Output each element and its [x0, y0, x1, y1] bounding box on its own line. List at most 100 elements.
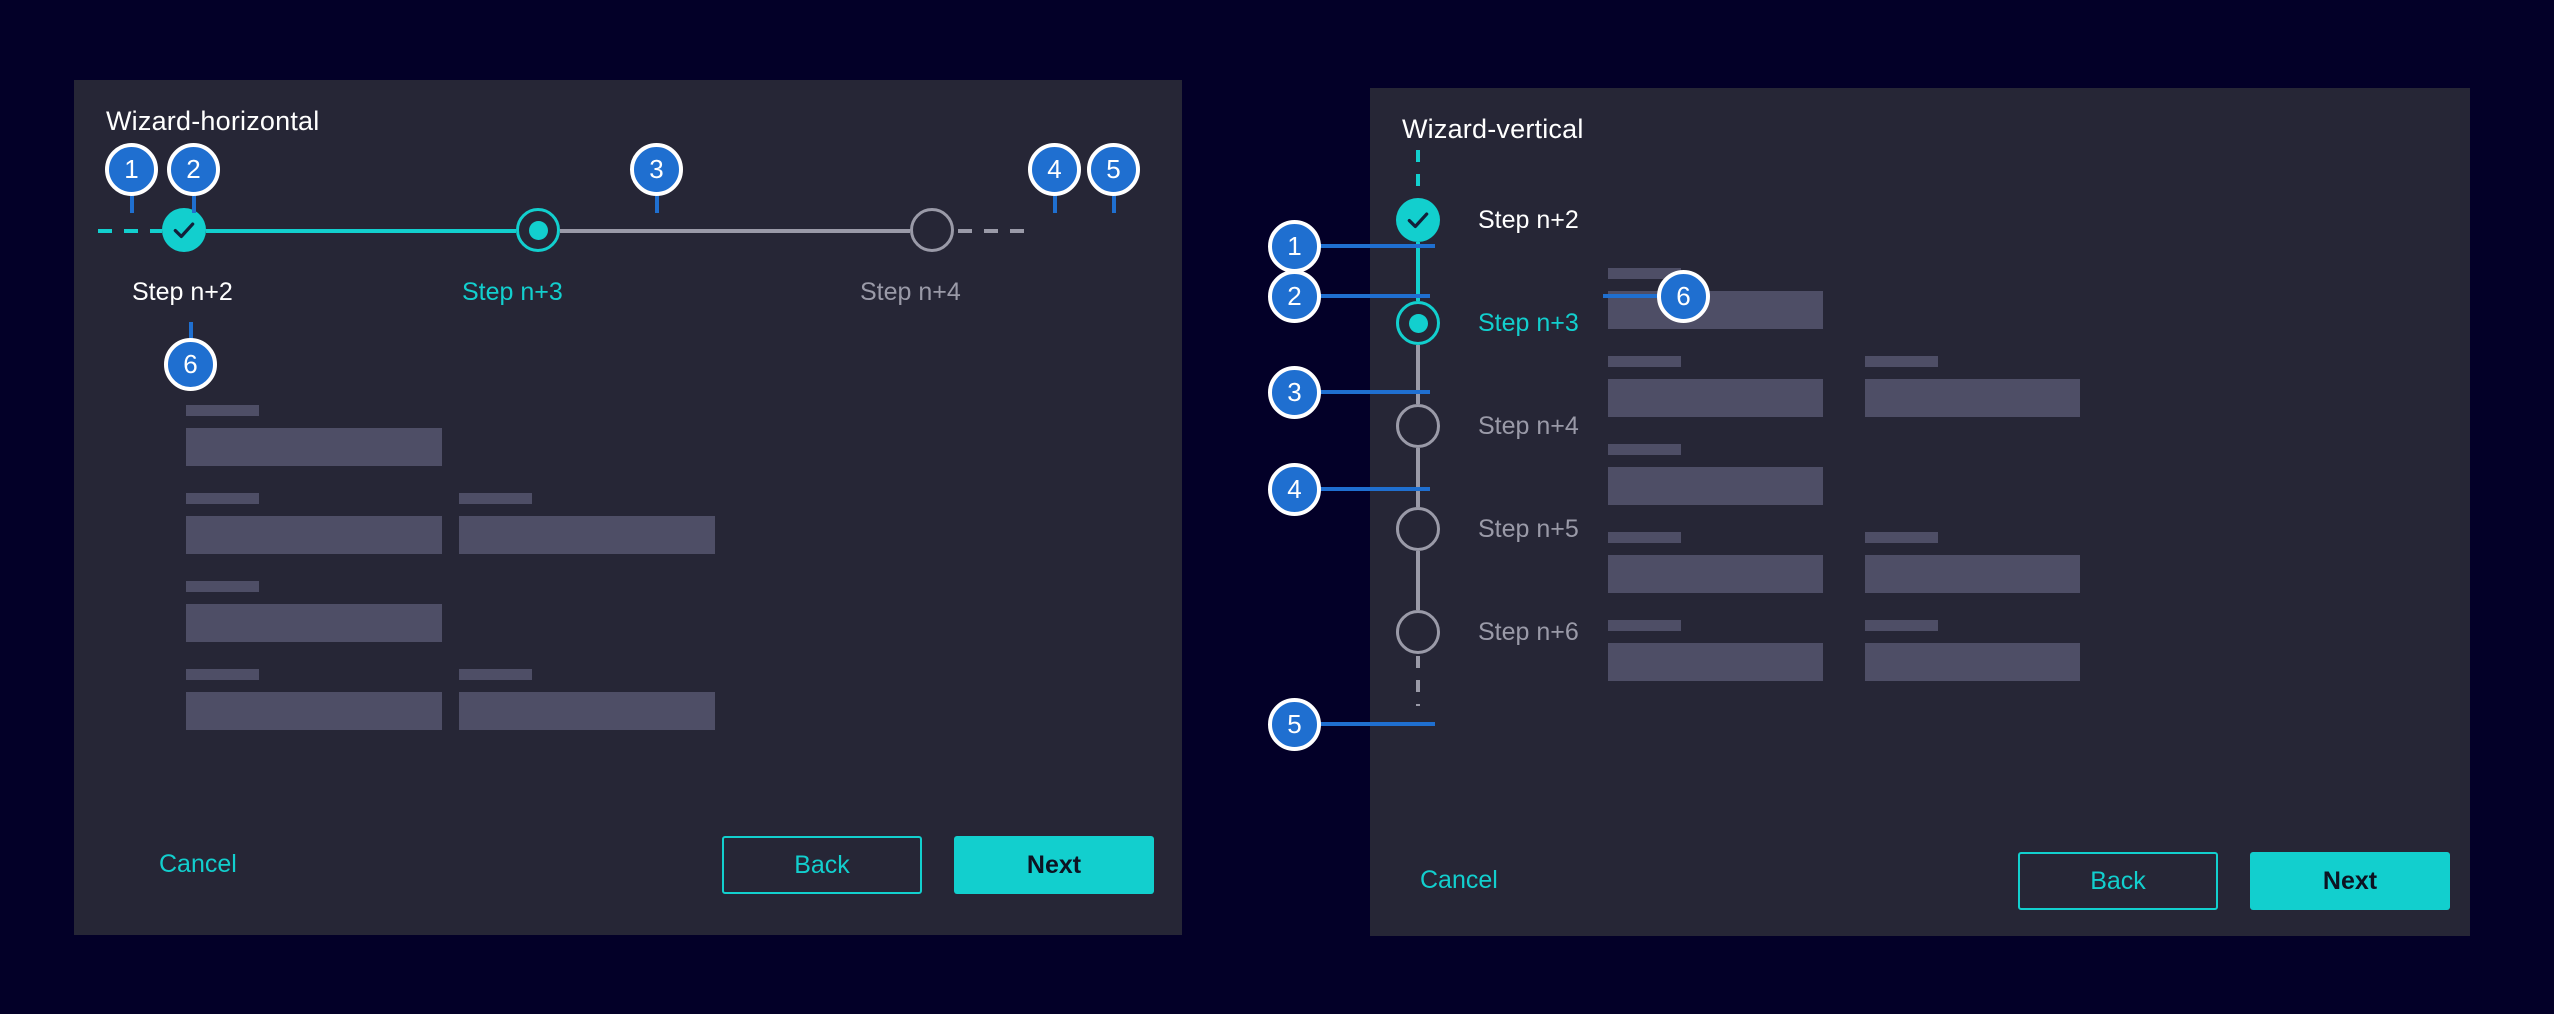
skeleton-label — [186, 581, 259, 592]
annotation-leader-3-h — [655, 195, 659, 213]
back-button[interactable]: Back — [722, 836, 922, 894]
annotation-leader-4-h — [1053, 195, 1057, 213]
cancel-button[interactable]: Cancel — [159, 850, 237, 878]
active-dot-icon — [1408, 313, 1428, 333]
annotation-leader-2-h — [192, 195, 196, 213]
skeleton-field[interactable] — [1865, 379, 2080, 417]
skeleton-field[interactable] — [186, 516, 442, 554]
annotation-leader-2-v — [1310, 294, 1430, 298]
wizard-horizontal-panel: Wizard-horizontal — [74, 80, 1182, 935]
annotation-leader-1-h — [130, 195, 134, 213]
horizontal-step-2-indicator-active[interactable] — [516, 208, 560, 252]
vertical-step-row-4[interactable]: Step n+5 — [1396, 507, 1579, 551]
vertical-step-row-3[interactable]: Step n+4 — [1396, 404, 1579, 448]
skeleton-label — [1608, 444, 1681, 455]
vertical-step-row-5[interactable]: Step n+6 — [1396, 610, 1579, 654]
skeleton-label — [459, 669, 532, 680]
vertical-connector-todo-1-to-2 — [1416, 448, 1420, 507]
annotation-marker-2: 2 — [167, 143, 220, 196]
horizontal-footer: Cancel Back Next — [74, 830, 1182, 900]
horizontal-trailing-dashed-connector — [958, 229, 1026, 233]
annotation-marker-5-vertical: 5 — [1268, 698, 1321, 751]
vertical-connector-done-to-active — [1416, 242, 1420, 301]
annotation-marker-2-vertical: 2 — [1268, 270, 1321, 323]
wizard-vertical-panel: Wizard-vertical Step n+2 — [1370, 88, 2470, 936]
annotation-marker-1: 1 — [105, 143, 158, 196]
wizard-horizontal-title: Wizard-horizontal — [106, 106, 320, 136]
wizard-vertical-title: Wizard-vertical — [1402, 114, 1584, 144]
vertical-step-label-3[interactable]: Step n+4 — [1478, 411, 1579, 440]
vertical-footer: Cancel Back Next — [1370, 846, 2470, 916]
horizontal-step-label-3[interactable]: Step n+4 — [860, 278, 961, 306]
skeleton-field[interactable] — [1608, 467, 1823, 505]
back-button[interactable]: Back — [2018, 852, 2218, 910]
annotation-leader-6-v — [1603, 294, 1683, 298]
annotation-leader-6-h — [189, 322, 193, 340]
annotation-marker-4-vertical: 4 — [1268, 463, 1321, 516]
vertical-step-2-indicator-active[interactable] — [1396, 301, 1440, 345]
vertical-step-5-indicator-todo[interactable] — [1396, 610, 1440, 654]
vertical-step-4-indicator-todo[interactable] — [1396, 507, 1440, 551]
vertical-leading-dashed-connector — [1416, 150, 1420, 198]
skeleton-field[interactable] — [1608, 555, 1823, 593]
skeleton-field[interactable] — [1865, 555, 2080, 593]
skeleton-field[interactable] — [186, 428, 442, 466]
vertical-step-row-1[interactable]: Step n+2 — [1396, 198, 1579, 242]
vertical-step-label-2[interactable]: Step n+3 — [1478, 308, 1579, 337]
annotation-marker-4: 4 — [1028, 143, 1081, 196]
vertical-step-1-indicator-done[interactable] — [1396, 198, 1440, 242]
horizontal-step-1-indicator-done[interactable] — [162, 208, 206, 252]
horizontal-step-label-1[interactable]: Step n+2 — [132, 278, 233, 306]
annotation-leader-5-v — [1310, 722, 1435, 726]
vertical-step-label-4[interactable]: Step n+5 — [1478, 514, 1579, 543]
cancel-button[interactable]: Cancel — [1420, 866, 1498, 894]
skeleton-label — [1865, 356, 1938, 367]
annotation-marker-6-vertical: 6 — [1657, 270, 1710, 323]
skeleton-field[interactable] — [186, 692, 442, 730]
annotation-marker-3: 3 — [630, 143, 683, 196]
skeleton-label — [186, 493, 259, 504]
next-button[interactable]: Next — [954, 836, 1154, 894]
annotation-marker-5: 5 — [1087, 143, 1140, 196]
skeleton-label — [1608, 620, 1681, 631]
horizontal-step-3-indicator-todo[interactable] — [910, 208, 954, 252]
skeleton-field[interactable] — [459, 516, 715, 554]
horizontal-connector-active-to-todo — [560, 229, 910, 233]
annotation-leader-4-v — [1310, 487, 1430, 491]
vertical-step-label-5[interactable]: Step n+6 — [1478, 617, 1579, 646]
skeleton-field[interactable] — [1608, 643, 1823, 681]
annotation-marker-6: 6 — [164, 338, 217, 391]
annotation-leader-5-h — [1112, 195, 1116, 213]
skeleton-label — [1865, 532, 1938, 543]
skeleton-label — [186, 669, 259, 680]
horizontal-leading-dashed-connector — [98, 229, 162, 233]
vertical-connector-active-to-todo-1 — [1416, 345, 1420, 404]
vertical-step-3-indicator-todo[interactable] — [1396, 404, 1440, 448]
skeleton-field[interactable] — [1865, 643, 2080, 681]
skeleton-label — [1608, 532, 1681, 543]
horizontal-stepper — [74, 208, 1182, 252]
skeleton-field[interactable] — [186, 604, 442, 642]
horizontal-connector-done-to-active — [206, 229, 516, 233]
next-button[interactable]: Next — [2250, 852, 2450, 910]
skeleton-label — [1865, 620, 1938, 631]
annotation-marker-3-vertical: 3 — [1268, 366, 1321, 419]
vertical-step-label-1[interactable]: Step n+2 — [1478, 205, 1579, 234]
active-dot-icon — [528, 220, 548, 240]
horizontal-step-label-2[interactable]: Step n+3 — [462, 278, 563, 306]
check-icon — [171, 217, 197, 243]
vertical-stepper: Step n+2 Step n+3 Step n+4 Step n+5 — [1396, 150, 1686, 706]
skeleton-field[interactable] — [459, 692, 715, 730]
vertical-connector-todo-2-to-3 — [1416, 551, 1420, 610]
check-icon — [1405, 207, 1431, 233]
annotation-leader-3-v — [1310, 390, 1430, 394]
skeleton-label — [186, 405, 259, 416]
vertical-trailing-dashed-connector — [1416, 656, 1420, 706]
skeleton-label — [459, 493, 532, 504]
skeleton-field[interactable] — [1608, 379, 1823, 417]
vertical-step-row-2[interactable]: Step n+3 — [1396, 301, 1579, 345]
annotation-leader-1-v — [1310, 244, 1435, 248]
annotation-marker-1-vertical: 1 — [1268, 220, 1321, 273]
skeleton-label — [1608, 356, 1681, 367]
